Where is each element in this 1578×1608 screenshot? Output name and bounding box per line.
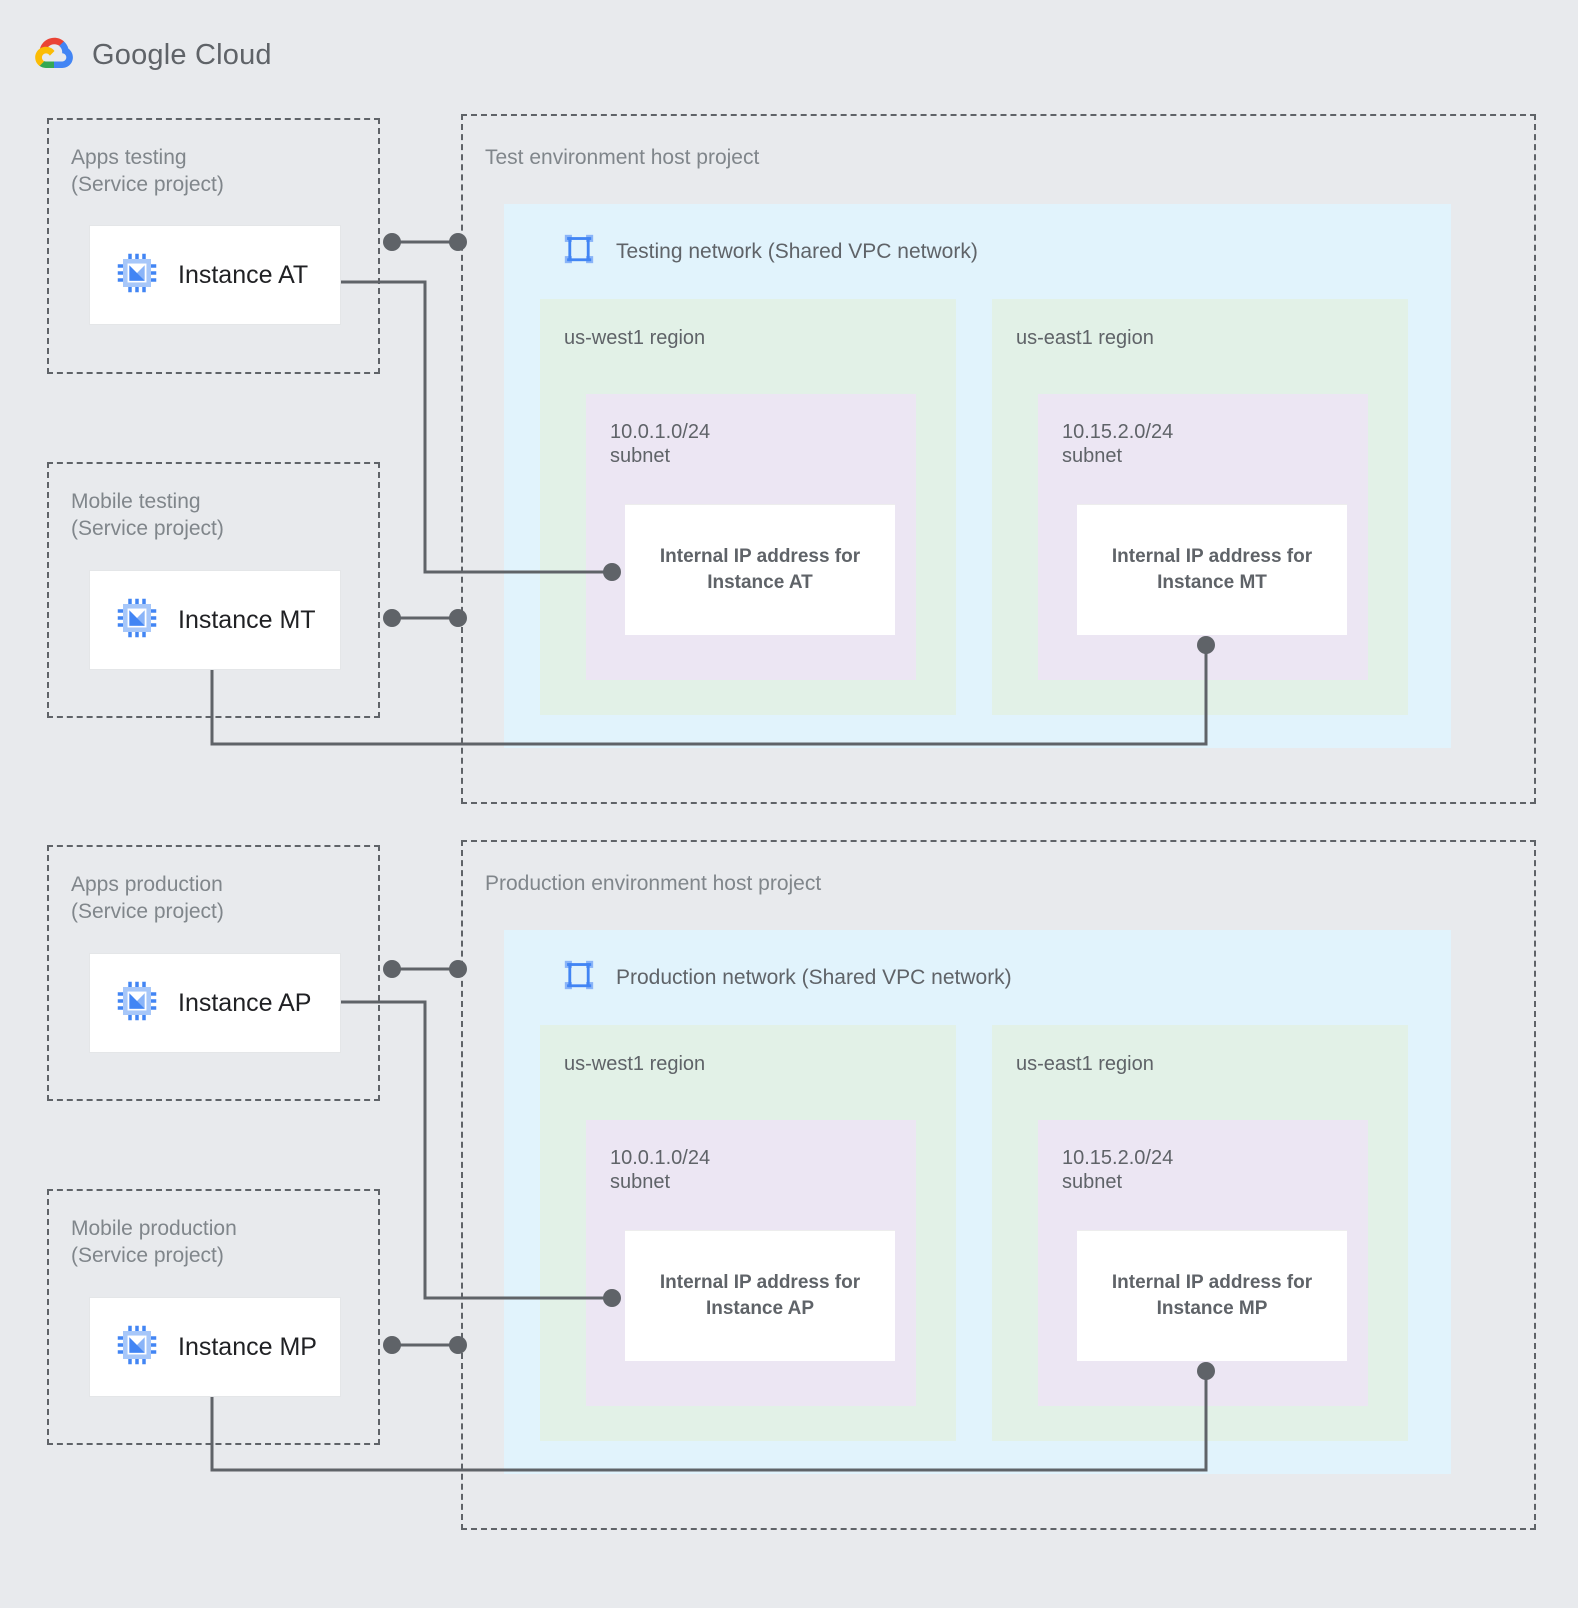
- service-project-apps-testing: Apps testing(Service project): [47, 118, 380, 374]
- service-project-apps-testing-title: Apps testing(Service project): [71, 146, 224, 196]
- vm-instance-icon: [116, 1324, 158, 1371]
- vpc-network-icon: [562, 958, 596, 998]
- instance-card-mp[interactable]: Instance MP: [89, 1297, 341, 1397]
- service-project-mobile-testing-title: Mobile testing(Service project): [71, 490, 224, 540]
- connector-at-attach: [383, 233, 467, 251]
- brand-name-cloud: Cloud: [194, 39, 272, 71]
- service-project-apps-production: Apps production(Service project): [47, 845, 380, 1101]
- instance-card-at-label: Instance AT: [178, 260, 309, 289]
- instance-card-mt[interactable]: Instance MT: [89, 570, 341, 670]
- connector-ap-attach: [383, 960, 467, 978]
- connector-mp-attach: [383, 1336, 467, 1354]
- google-cloud-logo: Google Cloud: [32, 34, 272, 77]
- vm-instance-icon: [116, 980, 158, 1027]
- vpc-network-icon: [562, 232, 596, 272]
- network-title-label: Testing network (Shared VPC network): [616, 240, 978, 263]
- service-project-apps-production-title: Apps production(Service project): [71, 873, 224, 923]
- instance-card-at[interactable]: Instance AT: [89, 225, 341, 325]
- brand-name-google: Google: [92, 39, 187, 71]
- google-cloud-logo-icon: [32, 34, 78, 77]
- host-project-production-environment-title: Production environment host project: [485, 872, 822, 895]
- vm-instance-icon: [116, 252, 158, 299]
- connector-mt-attach: [383, 609, 467, 627]
- network-title-label: Production network (Shared VPC network): [616, 966, 1012, 989]
- instance-card-ap-label: Instance AP: [178, 988, 312, 1017]
- region-us-east1-test-label: us-east1 region: [1016, 327, 1154, 349]
- shared-vpc-network-production-title: Production network (Shared VPC network): [562, 958, 1012, 998]
- region-us-west1-prod-label: us-west1 region: [564, 1053, 706, 1075]
- brand-wordmark: Google Cloud: [92, 39, 272, 72]
- shared-vpc-network-testing-title: Testing network (Shared VPC network): [562, 232, 978, 272]
- instance-card-mp-label: Instance MP: [178, 1332, 317, 1361]
- service-project-mobile-production-title: Mobile production(Service project): [71, 1217, 237, 1267]
- instance-card-mt-label: Instance MT: [178, 605, 316, 634]
- shared-vpc-network-testing: Testing network (Shared VPC network) us-…: [504, 204, 1451, 748]
- region-us-east1-prod-label: us-east1 region: [1016, 1053, 1154, 1075]
- host-project-test-environment-title: Test environment host project: [485, 146, 760, 169]
- shared-vpc-network-production: Production network (Shared VPC network) …: [504, 930, 1451, 1474]
- vm-instance-icon: [116, 597, 158, 644]
- region-us-west1-test-label: us-west1 region: [564, 327, 706, 349]
- instance-card-ap[interactable]: Instance AP: [89, 953, 341, 1053]
